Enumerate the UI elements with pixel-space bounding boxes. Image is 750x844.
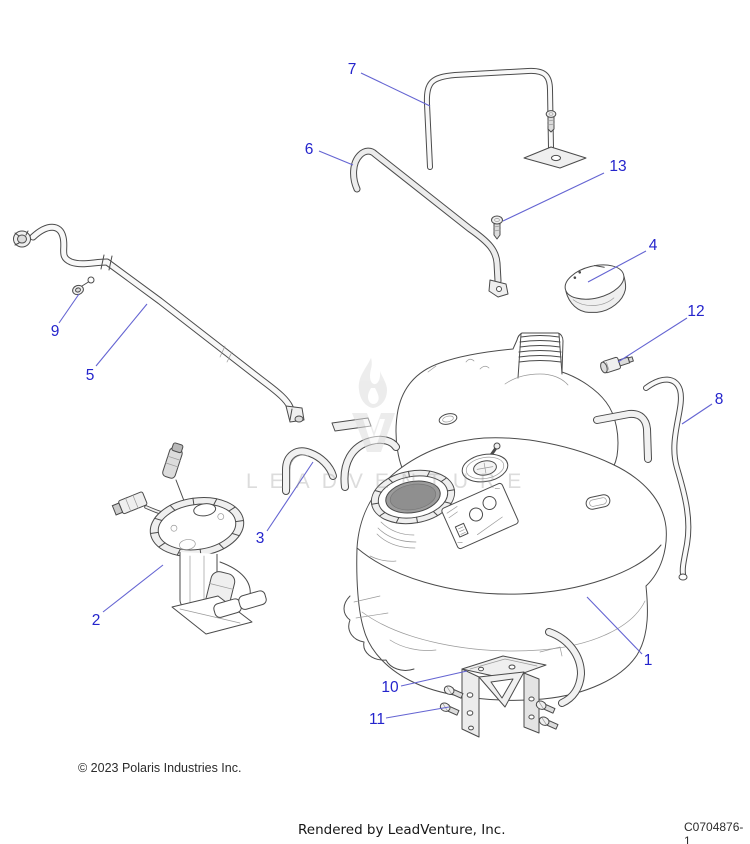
pump-connector: [111, 491, 148, 516]
bracket-screws: [439, 685, 559, 730]
callout-3[interactable]: 3: [256, 461, 314, 547]
vent-fitting: [600, 356, 634, 374]
warning-label: [441, 482, 519, 550]
svg-text:4[interactable]: 4: [649, 237, 658, 254]
leadventure-watermark-logo: [352, 358, 395, 452]
svg-text:12[interactable]: 12: [687, 303, 704, 320]
filler-neck: [504, 333, 569, 386]
fuel-hose: [13, 227, 305, 423]
upper-strap-screw: [545, 110, 557, 133]
callout-1[interactable]: 1: [586, 596, 653, 669]
callout-10[interactable]: 10: [381, 670, 468, 696]
callout-13[interactable]: 13: [502, 158, 627, 222]
callout-2[interactable]: 2: [92, 564, 164, 629]
svg-text:13[interactable]: 13: [609, 158, 626, 175]
svg-text:5[interactable]: 5: [86, 367, 95, 384]
svg-text:7[interactable]: 7: [348, 61, 357, 78]
tank-flange: [343, 595, 563, 671]
drawing-code: C0704876-1: [684, 820, 744, 844]
fuel-tank: [331, 332, 667, 701]
svg-text:8[interactable]: 8: [715, 391, 724, 408]
hose-end-fitting: [13, 230, 31, 248]
pump-flange: [149, 497, 245, 557]
pump-plug: [162, 442, 184, 479]
svg-text:6[interactable]: 6: [305, 141, 314, 158]
mount-bracket: [461, 655, 547, 738]
callout-5[interactable]: 5: [86, 303, 148, 384]
copyright-text: © 2023 Polaris Industries Inc.: [78, 761, 242, 775]
svg-text:2[interactable]: 2: [92, 612, 101, 629]
tank-clip: [286, 451, 333, 491]
upper-strap: [427, 71, 587, 168]
svg-text:10[interactable]: 10: [381, 679, 399, 696]
callout-11[interactable]: 11: [369, 706, 450, 728]
cap-mount: [461, 442, 509, 483]
callout-8[interactable]: 8: [681, 391, 724, 425]
hose-tank-fitting: [285, 405, 305, 423]
hose-clip: [72, 276, 95, 296]
callouts: 1 2 3 4 5 6 7 8: [51, 61, 724, 728]
tank-slot: [585, 494, 611, 510]
fuel-cap: [564, 264, 627, 313]
callout-12[interactable]: 12: [617, 303, 705, 363]
front-strap: [354, 151, 509, 298]
callout-6[interactable]: 6: [305, 141, 354, 166]
svg-text:11[interactable]: 11: [369, 711, 385, 728]
pump-opening: [370, 469, 456, 525]
callout-7[interactable]: 7: [348, 61, 431, 107]
svg-text:3[interactable]: 3: [256, 530, 265, 547]
callout-4[interactable]: 4: [587, 237, 658, 283]
callout-9[interactable]: 9: [51, 293, 80, 340]
strap-screw: [491, 215, 503, 240]
rendered-by-text: Rendered by LeadVenture, Inc.: [298, 822, 506, 838]
svg-text:1[interactable]: 1: [644, 652, 653, 669]
svg-text:9[interactable]: 9: [51, 323, 60, 340]
vent-hose: [646, 380, 688, 581]
fuel-pump-assembly: [111, 442, 267, 635]
